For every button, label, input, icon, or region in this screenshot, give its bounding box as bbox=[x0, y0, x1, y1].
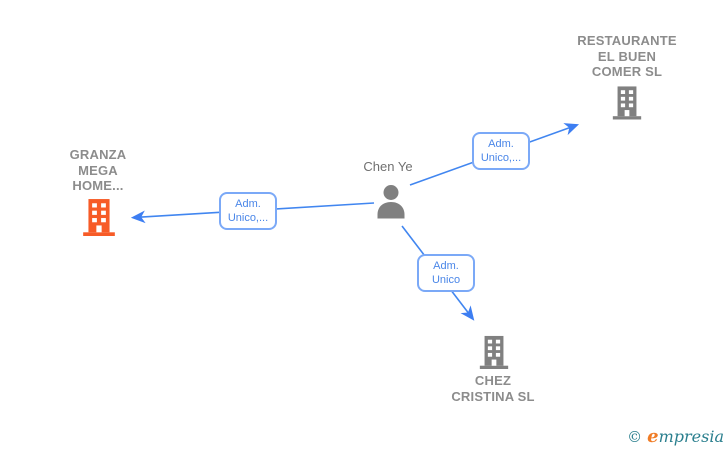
company-label-line: CRISTINA SL bbox=[451, 388, 535, 404]
edge-label-line: Adm. bbox=[488, 138, 514, 150]
building-icon bbox=[612, 86, 642, 120]
company-label-line: EL BUEN bbox=[597, 48, 657, 64]
company-label-line: CHEZ bbox=[474, 373, 512, 388]
node-company-chez[interactable] bbox=[477, 334, 511, 370]
company-label-line: MEGA bbox=[78, 162, 118, 178]
company-label-line: GRANZA bbox=[69, 147, 127, 162]
company-label-granza: GRANZA MEGA HOME... bbox=[38, 147, 158, 194]
node-company-restaurante[interactable] bbox=[610, 85, 644, 120]
edge-label-line: Unico,... bbox=[227, 212, 269, 224]
edge-label-line: Unico,... bbox=[480, 152, 522, 164]
building-icon bbox=[479, 335, 509, 369]
brand-logo-letter: e bbox=[647, 426, 659, 447]
company-label-line: COMER SL bbox=[591, 64, 663, 79]
edge-label-adm-unico-restaurante[interactable]: Adm. Unico,... bbox=[472, 132, 530, 170]
company-label-restaurante: RESTAURANTE EL BUEN COMER SL bbox=[567, 33, 687, 80]
edge-label-line: Adm. bbox=[235, 198, 261, 210]
node-company-granza[interactable] bbox=[80, 197, 118, 237]
node-person-chen-ye[interactable] bbox=[373, 183, 409, 221]
person-name-label: Chen Ye bbox=[363, 159, 413, 174]
edge-label-adm-unico-granza[interactable]: Adm. Unico,... bbox=[219, 192, 277, 230]
brand-logo-text: mpresia bbox=[658, 427, 724, 446]
company-label-line: HOME... bbox=[72, 178, 124, 193]
building-icon bbox=[83, 199, 115, 236]
company-label-chez: CHEZ CRISTINA SL bbox=[433, 373, 553, 404]
copyright-icon: © bbox=[627, 428, 643, 446]
company-label-line: RESTAURANTE bbox=[577, 33, 677, 48]
edge-label-line: Unico bbox=[431, 274, 461, 286]
edge-label-adm-unico-chez[interactable]: Adm. Unico bbox=[417, 254, 475, 292]
empresia-watermark: ©empresia bbox=[627, 426, 724, 447]
person-icon bbox=[377, 185, 405, 219]
edge-label-line: Adm. bbox=[433, 260, 459, 272]
